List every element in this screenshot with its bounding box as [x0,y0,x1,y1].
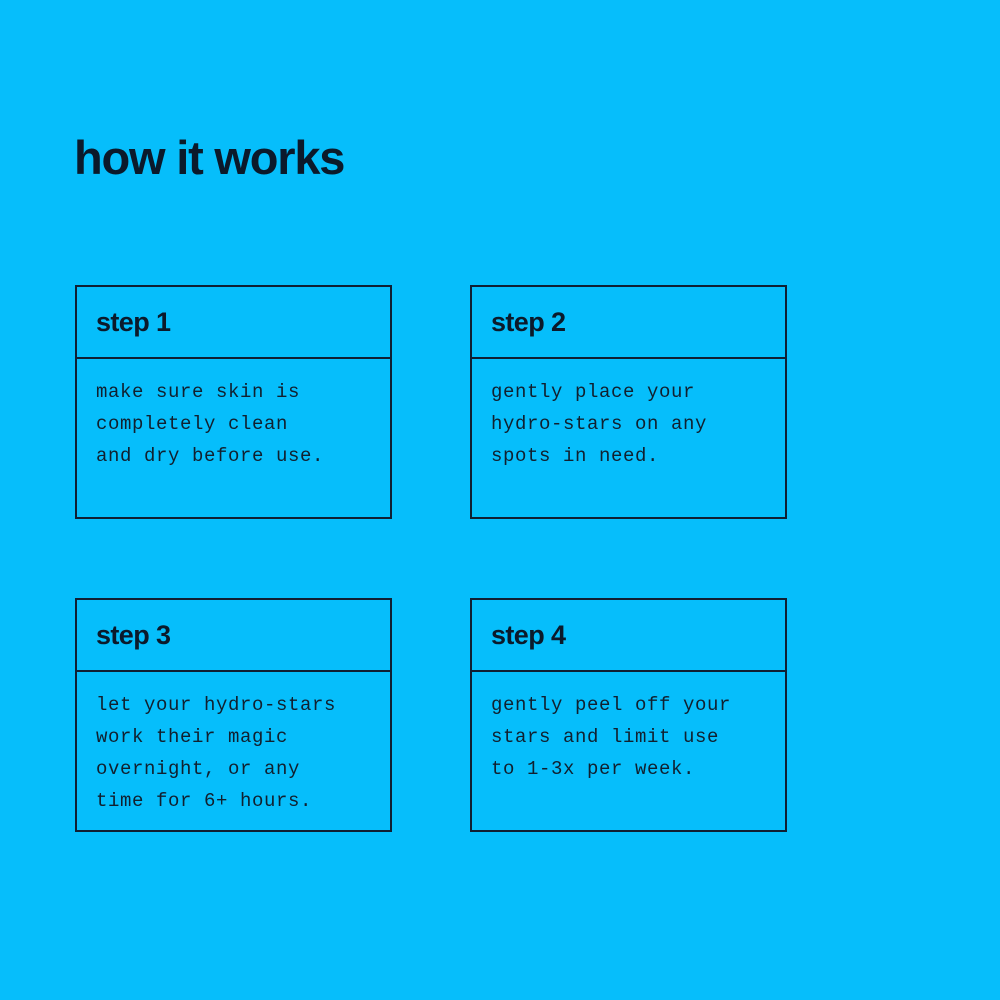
step-card-body-3: let your hydro-stars work their magic ov… [77,672,390,830]
step-card-title-1: step 1 [96,307,171,337]
step-card-title-2: step 2 [491,307,566,337]
step-card-1: step 1 make sure skin is completely clea… [75,285,392,519]
step-card-line: gently place your [491,381,696,403]
step-card-line: gently peel off your [491,694,732,716]
step-card-header-1: step 1 [77,287,390,359]
step-card-line: make sure skin is [96,381,301,403]
step-card-line: stars and limit use [491,726,720,748]
step-card-title-3: step 3 [96,620,171,650]
step-card-4: step 4 gently peel off your stars and li… [470,598,787,832]
step-card-line: spots in need. [491,445,660,467]
step-card-header-4: step 4 [472,600,785,672]
steps-grid: step 1 make sure skin is completely clea… [75,285,787,832]
step-card-line: and dry before use. [96,445,325,467]
step-card-title-4: step 4 [491,620,566,650]
step-card-header-2: step 2 [472,287,785,359]
step-card-line: overnight, or any [96,758,301,780]
step-card-body-4: gently peel off your stars and limit use… [472,672,785,830]
step-card-line: time for 6+ hours. [96,790,313,812]
step-card-line: let your hydro-stars [96,694,337,716]
step-card-line: completely clean [96,413,289,435]
step-card-body-1: make sure skin is completely clean and d… [77,359,390,517]
step-card-header-3: step 3 [77,600,390,672]
step-card-line: to 1-3x per week. [491,758,696,780]
step-card-line: work their magic [96,726,289,748]
step-card-line: hydro-stars on any [491,413,708,435]
step-card-3: step 3 let your hydro-stars work their m… [75,598,392,832]
step-card-body-2: gently place your hydro-stars on any spo… [472,359,785,517]
step-card-2: step 2 gently place your hydro-stars on … [470,285,787,519]
page-title: how it works [74,131,345,185]
